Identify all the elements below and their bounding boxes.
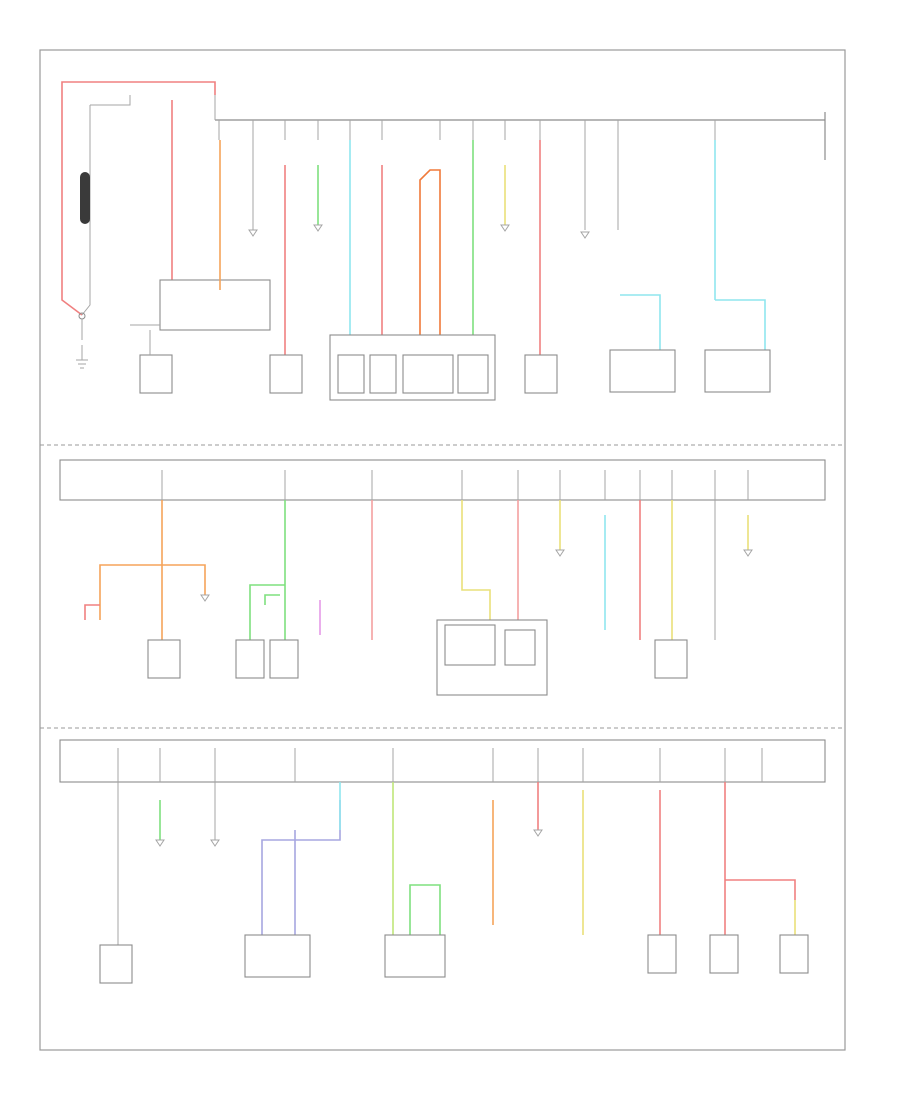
fuse-cell-1 bbox=[337, 354, 365, 394]
wire-green-b2 bbox=[409, 884, 441, 935]
component-box-b1 bbox=[99, 944, 133, 984]
relay-cell bbox=[402, 354, 454, 394]
fusible-feed bbox=[90, 95, 131, 106]
wire-orange-m2 bbox=[99, 564, 206, 620]
middle-fuse-markers bbox=[161, 470, 749, 500]
wire-blue-b1 bbox=[261, 800, 341, 935]
fusible-link-icon bbox=[80, 172, 90, 224]
section-middle bbox=[40, 459, 845, 729]
generator-box bbox=[159, 279, 271, 331]
wire-yellow-m1 bbox=[461, 500, 491, 620]
component-box-b3 bbox=[647, 934, 677, 974]
middle-fuse-panel bbox=[59, 459, 826, 501]
component-box-m2 bbox=[235, 639, 265, 679]
battery-red-loop bbox=[61, 81, 216, 316]
wire-cyan-3 bbox=[620, 294, 661, 350]
ground-icon bbox=[76, 345, 88, 369]
wire-red-b4 bbox=[725, 879, 796, 900]
wire-green-m3 bbox=[264, 594, 280, 605]
connector-icon bbox=[200, 549, 753, 602]
component-box-m3 bbox=[269, 639, 299, 679]
component-box-m1 bbox=[147, 639, 181, 679]
component-box-b5 bbox=[779, 934, 809, 974]
component-box-4 bbox=[704, 349, 771, 393]
starter-motor-box bbox=[139, 354, 173, 394]
wire-cyan-4 bbox=[715, 299, 766, 350]
connector-icon bbox=[155, 829, 543, 847]
wire-orange-loop bbox=[419, 169, 441, 355]
relay-cell-m1 bbox=[444, 624, 496, 666]
wire-green-m2 bbox=[249, 584, 285, 640]
fuse-cell-m1 bbox=[504, 629, 536, 666]
component-box-2 bbox=[524, 354, 558, 394]
component-box-b2 bbox=[384, 934, 446, 978]
diagram-frame bbox=[39, 49, 846, 1051]
component-box-b4 bbox=[709, 934, 739, 974]
bottom-fuse-markers bbox=[117, 748, 763, 782]
component-box-m4 bbox=[654, 639, 688, 679]
battery-red-feed bbox=[160, 100, 173, 286]
bottom-fuse-panel bbox=[59, 739, 826, 783]
component-box-3 bbox=[609, 349, 676, 393]
wire-red-m1 bbox=[84, 604, 100, 620]
section-top bbox=[40, 81, 845, 446]
section-bottom bbox=[59, 739, 826, 984]
connector-icon bbox=[248, 224, 590, 239]
battery-gray-feed bbox=[81, 105, 91, 316]
top-bus-fuses bbox=[218, 120, 716, 140]
component-box-1 bbox=[269, 354, 303, 394]
battery-junction-box-bottom bbox=[244, 934, 311, 978]
battery-terminal-icon bbox=[78, 312, 86, 320]
fuse-cell-2 bbox=[369, 354, 397, 394]
fuse-cell-3 bbox=[457, 354, 489, 394]
